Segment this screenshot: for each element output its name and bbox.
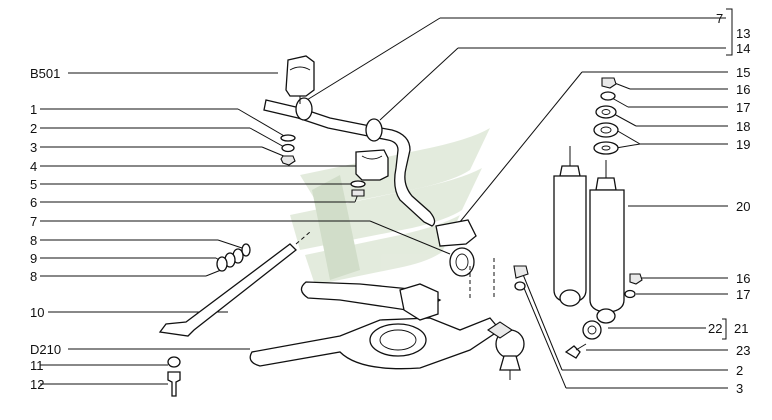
label-13: 13 bbox=[736, 26, 750, 41]
label-16-lower: 16 bbox=[736, 271, 750, 286]
label-14: 14 bbox=[736, 41, 750, 56]
bushing-7 bbox=[435, 219, 477, 277]
label-15: 15 bbox=[736, 65, 750, 80]
label-2: 2 bbox=[30, 121, 37, 136]
bracket-b501 bbox=[285, 55, 315, 104]
label-21: 21 bbox=[734, 321, 748, 336]
label-d210: D210 bbox=[30, 342, 61, 357]
lower-nut-16-17 bbox=[624, 273, 643, 299]
label-17-upper: 17 bbox=[736, 100, 750, 115]
label-16-upper: 16 bbox=[736, 82, 750, 97]
ball-joint bbox=[487, 321, 525, 380]
label-7-left: 7 bbox=[30, 214, 37, 229]
label-19: 19 bbox=[736, 137, 750, 152]
label-20: 20 bbox=[736, 199, 750, 214]
bolt-11-12 bbox=[167, 356, 181, 397]
clamp-4 bbox=[355, 149, 389, 181]
nut-5-6 bbox=[350, 180, 366, 197]
lower-control-arm bbox=[249, 258, 501, 370]
bolt-23 bbox=[564, 343, 587, 359]
label-9: 9 bbox=[30, 251, 37, 266]
label-18: 18 bbox=[736, 119, 750, 134]
shock-absorber-left bbox=[553, 146, 587, 307]
label-3-right: 3 bbox=[736, 381, 743, 396]
label-17-lower: 17 bbox=[736, 287, 750, 302]
label-6: 6 bbox=[30, 195, 37, 210]
watermark-logo bbox=[290, 128, 490, 285]
stabilizer-bar bbox=[263, 97, 436, 227]
shock-absorber-right bbox=[589, 160, 625, 324]
washer-1 bbox=[280, 134, 296, 166]
label-23: 23 bbox=[736, 343, 750, 358]
label-2-right: 2 bbox=[736, 363, 743, 378]
top-mount-16-19 bbox=[593, 77, 619, 155]
label-1: 1 bbox=[30, 102, 37, 117]
right-labels: 7 13 14 15 16 17 18 19 20 16 17 22 21 23… bbox=[708, 11, 750, 396]
label-11: 11 bbox=[30, 358, 44, 373]
label-8-upper: 8 bbox=[30, 233, 37, 248]
label-5: 5 bbox=[30, 177, 37, 192]
left-labels: B501 1 2 3 4 5 6 7 8 9 8 10 D210 11 12 bbox=[30, 66, 61, 392]
label-4: 4 bbox=[30, 159, 37, 174]
label-7-right: 7 bbox=[716, 11, 723, 26]
label-12: 12 bbox=[30, 377, 44, 392]
label-10: 10 bbox=[30, 305, 44, 320]
nut-2-3 bbox=[513, 265, 529, 291]
label-3: 3 bbox=[30, 140, 37, 155]
label-8-lower: 8 bbox=[30, 269, 37, 284]
strut-rod-10 bbox=[158, 231, 311, 337]
label-22: 22 bbox=[708, 321, 722, 336]
label-b501: B501 bbox=[30, 66, 60, 81]
bushing-22 bbox=[582, 320, 602, 340]
